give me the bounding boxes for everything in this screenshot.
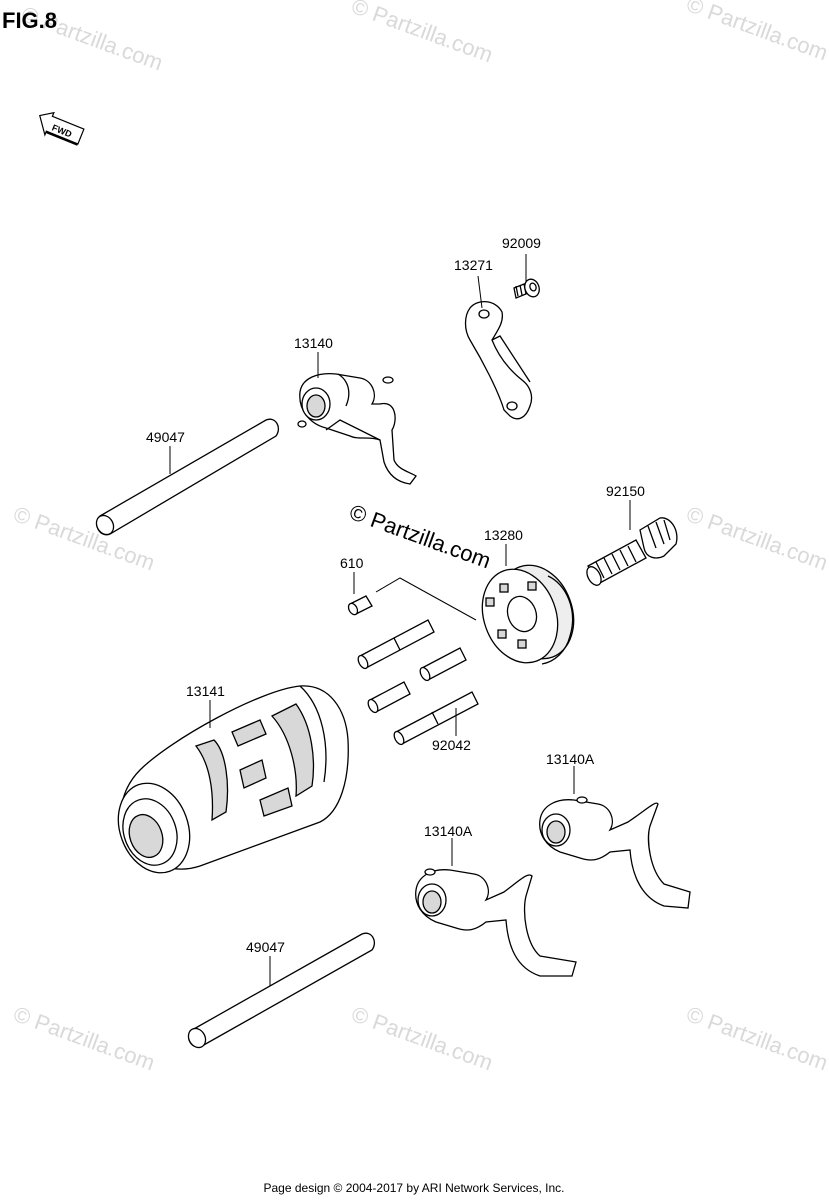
part-13140A-shift-fork-right[interactable] bbox=[539, 796, 691, 909]
label-13141: 13141 bbox=[186, 683, 225, 699]
figure-title: FIG.8 bbox=[2, 8, 57, 33]
label-92042: 92042 bbox=[432, 737, 471, 753]
watermark: © Partzilla.com bbox=[348, 1001, 496, 1075]
label-49047: 49047 bbox=[146, 429, 185, 445]
forward-arrow-icon: FWD bbox=[39, 111, 85, 146]
label-92150: 92150 bbox=[606, 483, 645, 499]
watermark: © Partzilla.com bbox=[10, 1001, 158, 1075]
label-13271: 13271 bbox=[454, 257, 493, 273]
part-92042-pins[interactable] bbox=[356, 619, 479, 746]
part-13141-shift-drum[interactable] bbox=[106, 685, 349, 883]
label-13140: 13140 bbox=[294, 335, 333, 351]
part-13140-shift-fork[interactable] bbox=[297, 372, 417, 485]
label-13140A-center: 13140A bbox=[424, 823, 473, 839]
part-49047-shaft[interactable] bbox=[93, 418, 280, 537]
watermark: © Partzilla.com bbox=[683, 501, 829, 575]
part-13271-bracket[interactable] bbox=[464, 301, 533, 420]
part-92150-bolt[interactable] bbox=[584, 517, 678, 588]
watermark: © Partzilla.com bbox=[683, 0, 829, 65]
label-610: 610 bbox=[340, 555, 364, 571]
label-49047-bottom: 49047 bbox=[246, 939, 285, 955]
label-13140A-right: 13140A bbox=[546, 751, 595, 767]
watermark: © Partzilla.com bbox=[683, 1001, 829, 1075]
part-49047-shaft-bottom[interactable] bbox=[185, 932, 376, 1050]
label-13280: 13280 bbox=[484, 527, 523, 543]
footer-copyright: Page design © 2004-2017 by ARI Network S… bbox=[263, 1181, 564, 1195]
part-92009-screw[interactable] bbox=[513, 277, 542, 299]
part-13280-cam-plate[interactable] bbox=[470, 555, 586, 674]
watermark: © Partzilla.com bbox=[348, 0, 496, 67]
part-610-pin[interactable] bbox=[347, 595, 373, 616]
part-13140A-shift-fork-center[interactable] bbox=[415, 868, 577, 977]
center-watermark: © Partzilla.com bbox=[346, 499, 494, 573]
label-92009: 92009 bbox=[502, 235, 541, 251]
